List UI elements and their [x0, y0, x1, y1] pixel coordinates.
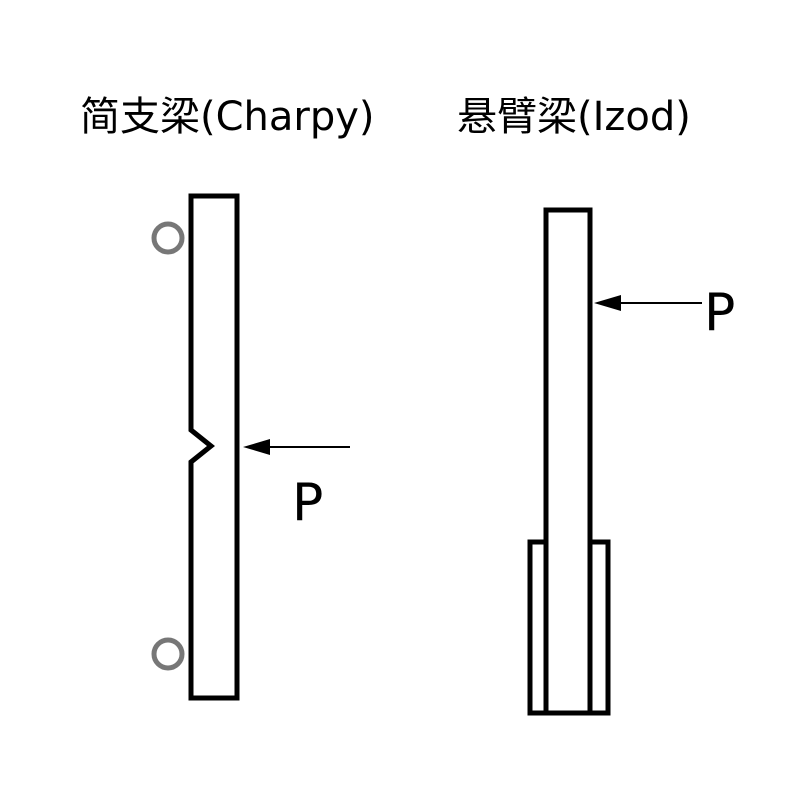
izod-force-arrow — [594, 295, 702, 311]
charpy-force-arrow — [243, 439, 350, 455]
charpy-force-label: P — [292, 473, 323, 533]
charpy-specimen — [188, 193, 240, 701]
charpy-support-bottom — [151, 637, 185, 671]
charpy-title: 简支梁(Charpy) — [80, 94, 375, 140]
izod-specimen — [543, 207, 593, 716]
izod-title: 悬臂梁(Izod) — [457, 94, 691, 140]
charpy-support-top — [151, 221, 185, 255]
izod-force-label: P — [704, 283, 735, 343]
